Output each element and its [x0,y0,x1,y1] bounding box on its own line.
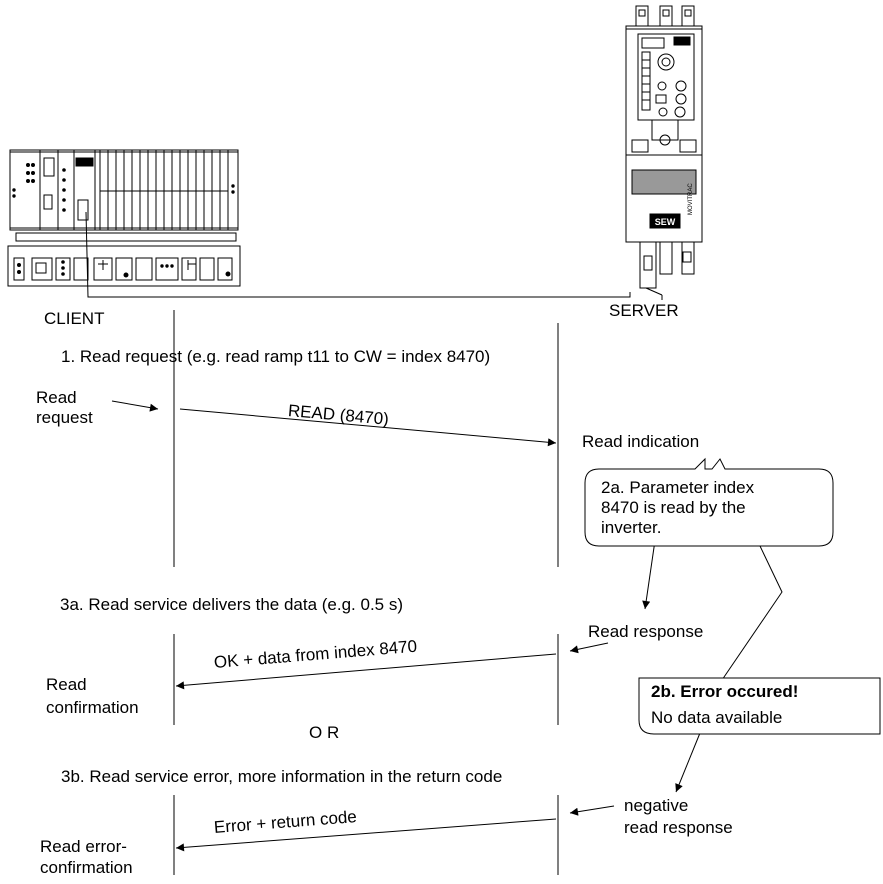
step-2a-line3: inverter. [601,518,662,537]
step-2b-text: No data available [651,708,783,727]
device-logo: SEW [655,217,676,227]
read-request-label-line2: request [36,408,93,427]
inverter-device-icon [625,5,703,300]
ok-data-arrow [175,653,557,690]
error-branch-line [721,545,783,681]
error-confirmation-line2: confirmation [40,858,133,877]
error-to-negative-arrow [675,732,701,793]
read-response-arrow [569,642,609,654]
step-2b-title: 2b. Error occured! [651,682,799,701]
read-indication-label: Read indication [582,432,700,451]
step-2a-line2: 8470 is read by the [601,498,746,517]
fieldbus-cable [85,211,631,298]
read-response-label: Read response [588,622,704,641]
lifelines [173,310,559,875]
read-message-arrow [179,408,557,447]
read-request-arrow [111,400,159,412]
device-model-label: MOVITRAC [688,183,694,215]
read-request-label-line1: Read [36,388,77,407]
plc-rack-icon [7,149,241,287]
step-1-label: 1. Read request (e.g. read ramp t11 to C… [61,347,491,366]
callout-2b [638,677,881,735]
error-confirmation-line1: Read error- [40,837,127,856]
callout-2a [584,457,834,547]
negative-response-line1: negative [624,796,689,815]
error-message-arrow [175,818,557,852]
read-confirmation-line2: confirmation [46,698,139,717]
step-3b-label: 3b. Read service error, more information… [61,767,503,786]
step-2a-line1: 2a. Parameter index [601,478,755,497]
negative-response-arrow [569,805,615,816]
step-3a-label: 3a. Read service delivers the data (e.g.… [60,595,404,614]
or-label: O R [309,723,340,742]
server-label: SERVER [609,301,679,320]
negative-response-line2: read response [624,818,733,837]
read-confirmation-line1: Read [46,675,87,694]
client-label: CLIENT [44,309,105,328]
